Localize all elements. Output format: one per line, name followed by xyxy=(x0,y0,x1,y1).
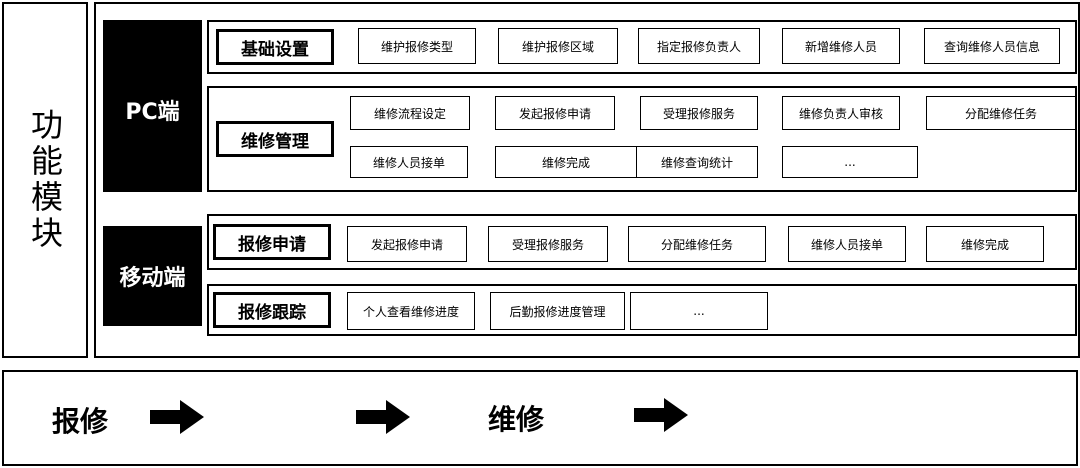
repair-mgmt-item: 维修流程设定 xyxy=(350,96,470,130)
repair-apply-title: 报修申请 xyxy=(213,224,331,260)
basic-settings-row xyxy=(207,20,1077,74)
basic-item: 查询维修人员信息 xyxy=(924,28,1060,64)
repair-mgmt-item: ... xyxy=(782,146,918,178)
basic-item: 维护报修区域 xyxy=(498,28,618,64)
main-panel xyxy=(94,2,1080,358)
pc-label: PC端 xyxy=(103,20,202,192)
repair-mgmt-item: 发起报修申请 xyxy=(495,96,615,130)
right-arrow-icon xyxy=(356,400,410,434)
repair-mgmt-item: 受理报修服务 xyxy=(640,96,758,130)
repair-mgmt-item: 分配维修任务 xyxy=(926,96,1076,130)
repair-management-row xyxy=(207,86,1077,192)
repair-apply-item: 维修完成 xyxy=(926,226,1044,262)
repair-track-title: 报修跟踪 xyxy=(213,292,331,328)
repair-management-title: 维修管理 xyxy=(216,121,334,157)
repair-track-item: 后勤报修进度管理 xyxy=(490,292,625,330)
repair-track-row xyxy=(207,284,1077,336)
repair-apply-item: 受理报修服务 xyxy=(488,226,608,262)
repair-apply-row xyxy=(207,214,1077,270)
basic-item: 指定报修负责人 xyxy=(638,28,760,64)
flow-start-label: 报修 xyxy=(52,405,109,438)
basic-settings-title: 基础设置 xyxy=(216,29,334,65)
flow-panel xyxy=(2,370,1078,466)
basic-item: 维护报修类型 xyxy=(358,28,476,64)
right-arrow-icon xyxy=(150,400,204,434)
side-label: 功能模块 xyxy=(26,108,64,252)
repair-track-item: ... xyxy=(630,292,768,330)
right-arrow-icon xyxy=(634,398,688,432)
side-label-box: 功能模块 xyxy=(2,2,88,358)
repair-mgmt-item: 维修完成 xyxy=(495,146,637,178)
repair-mgmt-item: 维修负责人审核 xyxy=(782,96,900,130)
repair-apply-item: 维修人员接单 xyxy=(788,226,906,262)
repair-mgmt-item: 维修查询统计 xyxy=(636,146,758,178)
repair-mgmt-item: 维修人员接单 xyxy=(350,146,468,178)
mobile-label: 移动端 xyxy=(103,226,202,326)
repair-apply-item: 发起报修申请 xyxy=(347,226,467,262)
repair-track-item: 个人查看维修进度 xyxy=(347,292,475,330)
flow-end-label: 维修 xyxy=(488,403,545,436)
repair-apply-item: 分配维修任务 xyxy=(628,226,766,262)
basic-item: 新增维修人员 xyxy=(782,28,900,64)
